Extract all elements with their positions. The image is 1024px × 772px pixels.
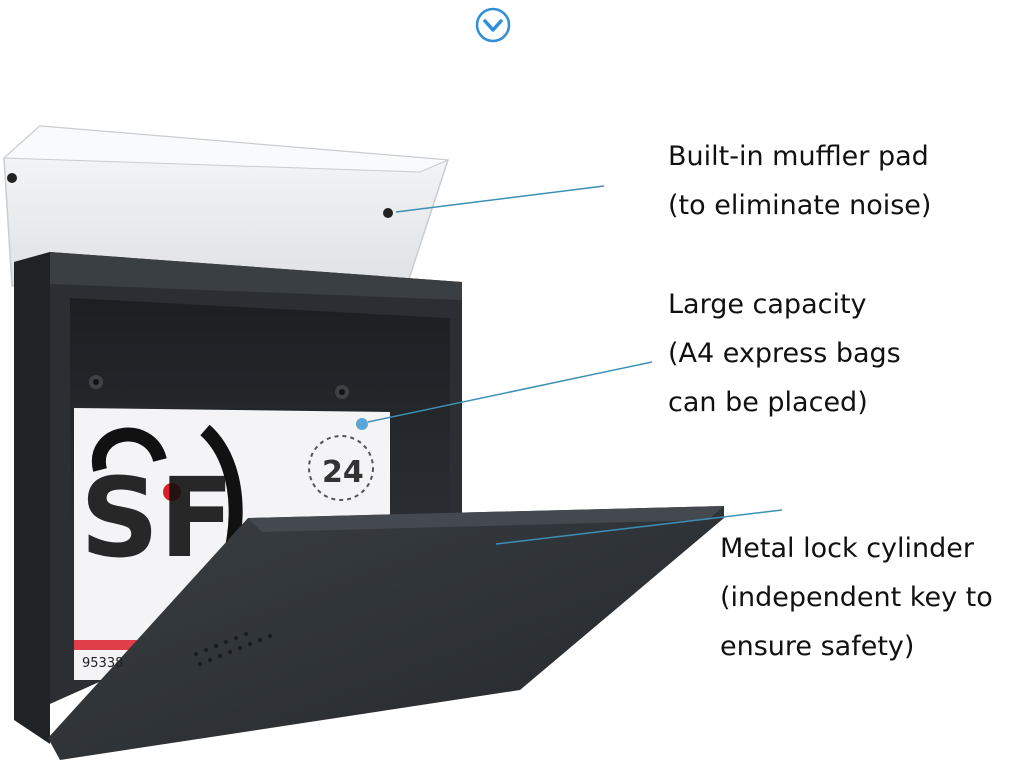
callout-lock-line2: (independent key to	[720, 582, 993, 613]
callout-muffler-line1: Built-in muffler pad	[668, 141, 929, 172]
callout-muffler-line2: (to eliminate noise)	[668, 190, 932, 221]
callout-lock-line1: Metal lock cylinder	[720, 533, 974, 564]
lock-leader-line	[495, 509, 783, 545]
scroll-down-button[interactable]	[474, 6, 512, 44]
callout-lock-cylinder: Metal lock cylinder (independent key to …	[720, 524, 993, 671]
package-badge-number: 24	[322, 455, 364, 490]
mailbox-lid	[2, 125, 450, 287]
muffler-pad-dot	[383, 208, 393, 218]
mailbox-door	[48, 506, 724, 760]
package-tracking-text: 95338	[82, 656, 123, 671]
callout-muffler-pad: Built-in muffler pad (to eliminate noise…	[668, 132, 931, 230]
callout-lock-line3: ensure safety)	[720, 631, 915, 662]
callout-capacity-line3: can be placed)	[668, 387, 868, 418]
package-logo-text: SF	[80, 454, 234, 582]
callout-capacity-line1: Large capacity	[668, 289, 867, 320]
chevron-down-circle-icon	[475, 7, 511, 43]
capacity-leader-line	[367, 361, 653, 423]
callout-large-capacity: Large capacity (A4 express bags can be p…	[668, 280, 901, 427]
callout-capacity-line2: (A4 express bags	[668, 338, 901, 369]
muffler-leader-line	[395, 185, 605, 213]
